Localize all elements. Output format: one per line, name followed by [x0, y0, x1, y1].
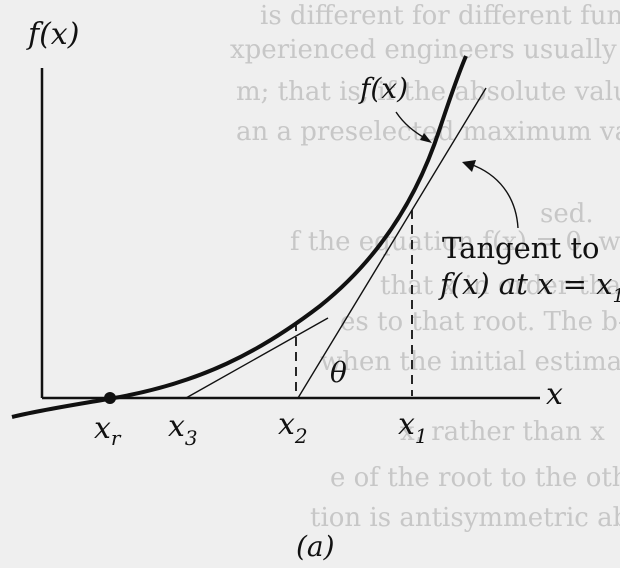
tick-x2-label: x2: [278, 407, 308, 448]
tangent-at-x2: [185, 317, 329, 399]
tick-xr-label: xr: [94, 411, 122, 450]
curve-label: f(x): [358, 72, 408, 105]
tangent-note-pointer: [469, 163, 519, 229]
bleed-line: e of the root to the other can occur: [330, 463, 620, 493]
tick-x1-label: x1: [398, 407, 428, 448]
bleed-line: sed.: [540, 199, 594, 229]
y-axis-label: f(x): [26, 17, 79, 52]
bleed-line: es to that root. The b-part of the: [340, 307, 620, 337]
bleed-line: tion is antisymmetric about a root: [310, 503, 620, 533]
figure-caption: (a): [296, 530, 335, 563]
bleed-line: is different for different functions: [260, 1, 620, 31]
bleed-through-layer: is different for different functions xpe…: [230, 1, 620, 533]
bleed-line: an a preselected maximum value,: [236, 117, 620, 147]
bleed-line: f the equation f(x) = 0, we must: [290, 227, 620, 257]
root-point: [104, 392, 116, 404]
bleed-line: xperienced engineers usually limit the: [230, 35, 620, 65]
bleed-line: m; that is, if the absolute value of: [236, 77, 620, 107]
bleed-line: when the initial estimate, w ll: [320, 347, 620, 377]
tangent-at-x1: [297, 87, 487, 399]
bleed-line: x, rather than x: [400, 417, 605, 447]
tangent-note-arrowhead: [462, 160, 476, 172]
angle-theta-label: θ: [330, 356, 347, 389]
curve-label-arrowhead: [420, 133, 432, 143]
function-curve: [11, 55, 468, 419]
tangent-note-line2: f(x) at x = x1: [438, 267, 620, 307]
tangent-note-line1: Tangent to: [442, 231, 599, 265]
bleed-line: that x in order that the: [380, 271, 620, 301]
x-axis-label: x: [546, 377, 563, 412]
tick-x3-label: x3: [168, 409, 198, 450]
